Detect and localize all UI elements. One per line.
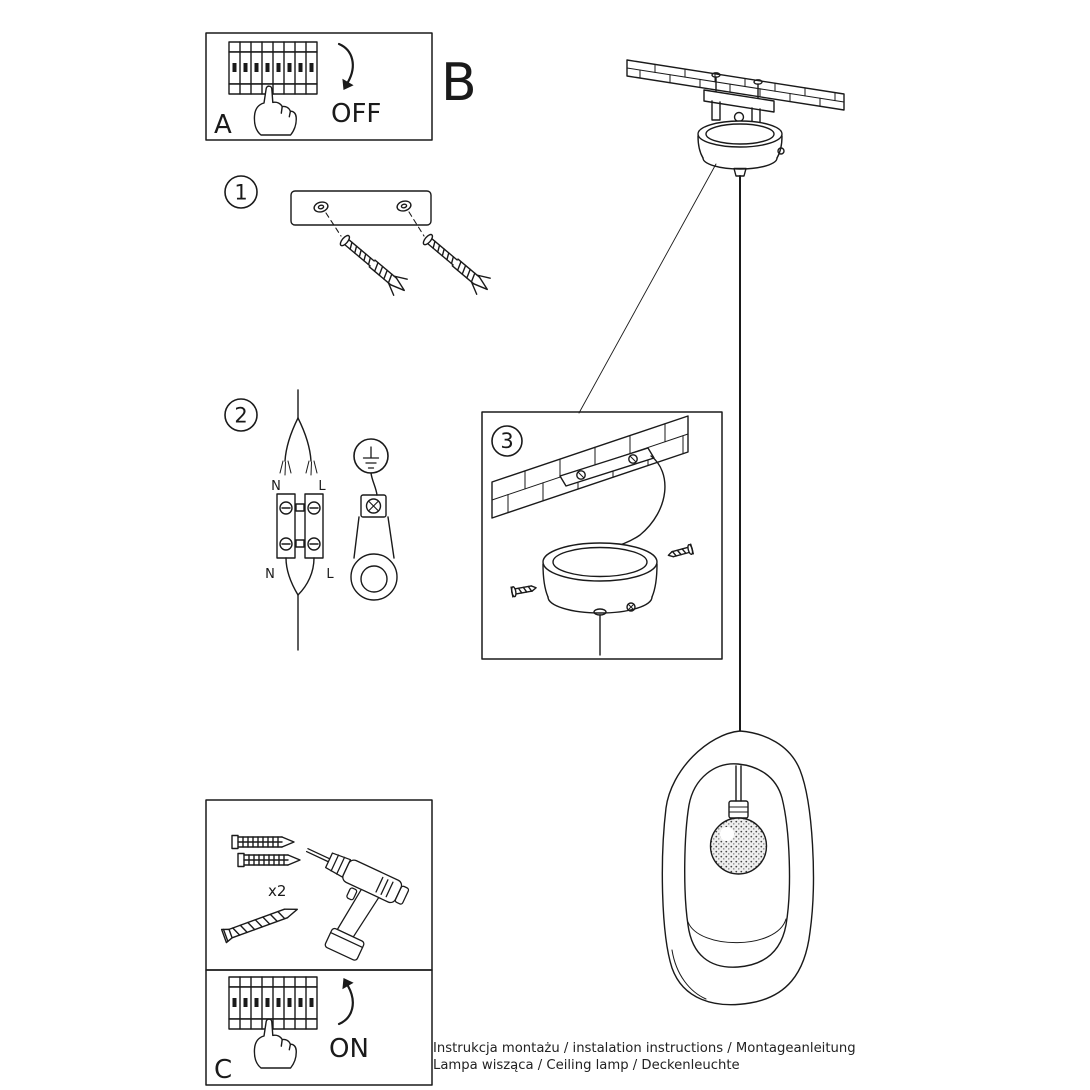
ground-symbol-icon	[353, 438, 389, 474]
canopy-detail-illustration	[510, 542, 695, 656]
step-3-badge	[491, 425, 523, 457]
step-2-number: 2	[234, 404, 247, 428]
panel-c-box	[205, 969, 433, 1086]
wiring-diagram: N L N L	[265, 389, 334, 651]
section-b-label: B	[441, 53, 477, 113]
off-label: OFF	[331, 99, 381, 129]
mounting-plate-illustration	[290, 190, 432, 226]
canopy-screw-icon	[777, 147, 785, 155]
canopy-illustration	[697, 120, 785, 177]
breaker-switch-icon	[228, 976, 318, 1030]
step-3-number: 3	[500, 429, 513, 453]
power-off-panel: A OFF	[205, 32, 433, 141]
wire-label-n-top: N	[271, 479, 281, 494]
screw-anchor-icon	[335, 230, 412, 300]
mounting-bracket-illustration	[703, 72, 775, 131]
power-on-panel: C ON	[205, 969, 433, 1086]
step-1-section: 1	[224, 175, 495, 300]
arrow-down-icon	[337, 42, 355, 92]
wire-label-l-top: L	[318, 479, 326, 494]
drill-illustration	[305, 848, 410, 961]
tools-panel: x2	[205, 799, 433, 971]
canopy-screw-icon	[666, 543, 695, 561]
hook-icon	[733, 111, 745, 123]
assembled-lamp-illustration	[578, 59, 845, 1006]
bulb-illustration	[709, 765, 768, 875]
step-2-section: 2 N L N	[224, 389, 398, 651]
on-label: ON	[329, 1034, 369, 1064]
wall-anchor-icon	[231, 834, 295, 850]
wire-label-l-bottom: L	[326, 567, 334, 582]
panel-c-label: C	[214, 1055, 232, 1085]
anchor-quantity-label: x2	[268, 882, 286, 900]
screw-anchor-icon	[418, 229, 495, 299]
step-3-box	[481, 411, 723, 660]
wall-anchor-icon	[237, 852, 301, 868]
step-2-badge	[224, 398, 258, 432]
panel-a-label: A	[214, 110, 232, 140]
step-1-number: 1	[234, 181, 247, 205]
ceiling-plank-illustration	[626, 59, 845, 111]
detail-leader-line	[578, 163, 717, 414]
terminal-block	[276, 493, 324, 559]
canopy-screw-icon	[510, 582, 538, 598]
breaker-switch-icon	[228, 41, 318, 95]
step-1-badge	[224, 175, 258, 209]
wire-label-n-bottom: N	[265, 567, 275, 582]
footer-line-2: Lampa wisząca / Ceiling lamp / Deckenleu…	[433, 1058, 740, 1073]
cable-clamp-illustration	[350, 472, 398, 601]
screw-icon	[220, 902, 301, 944]
footer-line-1: Instrukcja montażu / instalation instruc…	[433, 1041, 856, 1056]
leader-dashed-line	[325, 212, 342, 237]
panel-a-box	[205, 32, 433, 141]
canopy-screw-icon	[626, 602, 636, 612]
leader-dashed-line	[408, 211, 425, 237]
step-3-section: 3	[481, 411, 723, 660]
arrow-up-icon	[337, 976, 355, 1026]
